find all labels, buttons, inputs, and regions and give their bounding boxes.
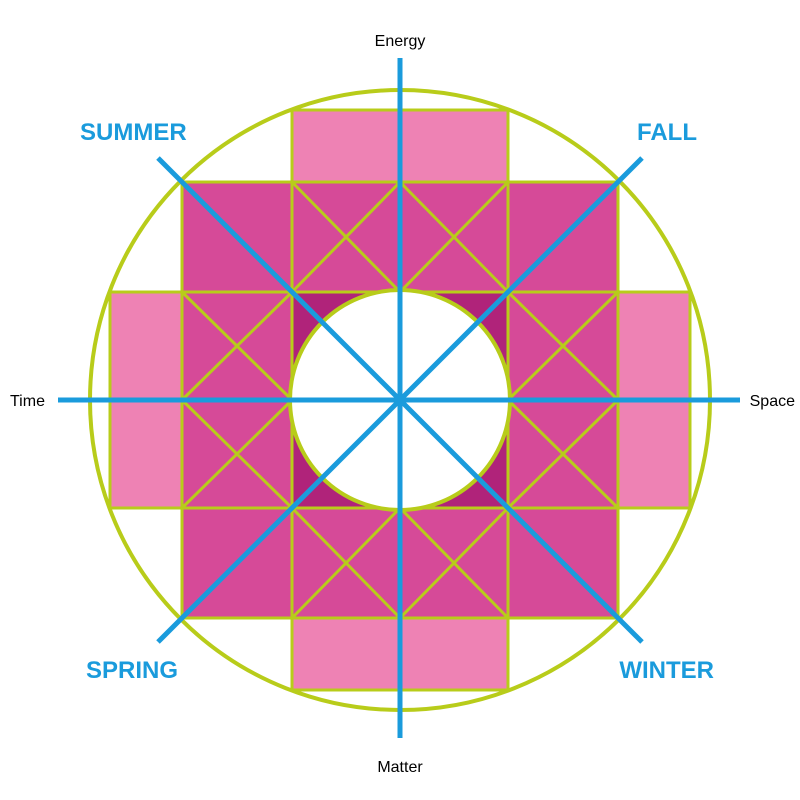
triangle-line bbox=[290, 180, 402, 294]
axis-label-time: Time bbox=[10, 393, 45, 410]
season-label-summer: SUMMER bbox=[80, 119, 187, 146]
triangle-line bbox=[506, 398, 620, 510]
axis-label-matter: Matter bbox=[377, 759, 423, 776]
triangle-line bbox=[180, 398, 294, 510]
season-label-fall: FALL bbox=[637, 119, 697, 146]
triangle-line bbox=[180, 290, 294, 402]
triangle-line bbox=[506, 290, 620, 402]
axis-label-space: Space bbox=[750, 393, 795, 410]
axis-diagonal-anti bbox=[156, 156, 644, 644]
triangle-line bbox=[398, 180, 510, 294]
mandala-shapes bbox=[58, 58, 740, 738]
triangle-line bbox=[398, 506, 510, 620]
season-label-winter: WINTER bbox=[619, 657, 714, 684]
season-label-spring: SPRING bbox=[86, 657, 178, 684]
axis-label-energy: Energy bbox=[375, 33, 426, 50]
triangle-line bbox=[290, 506, 402, 620]
